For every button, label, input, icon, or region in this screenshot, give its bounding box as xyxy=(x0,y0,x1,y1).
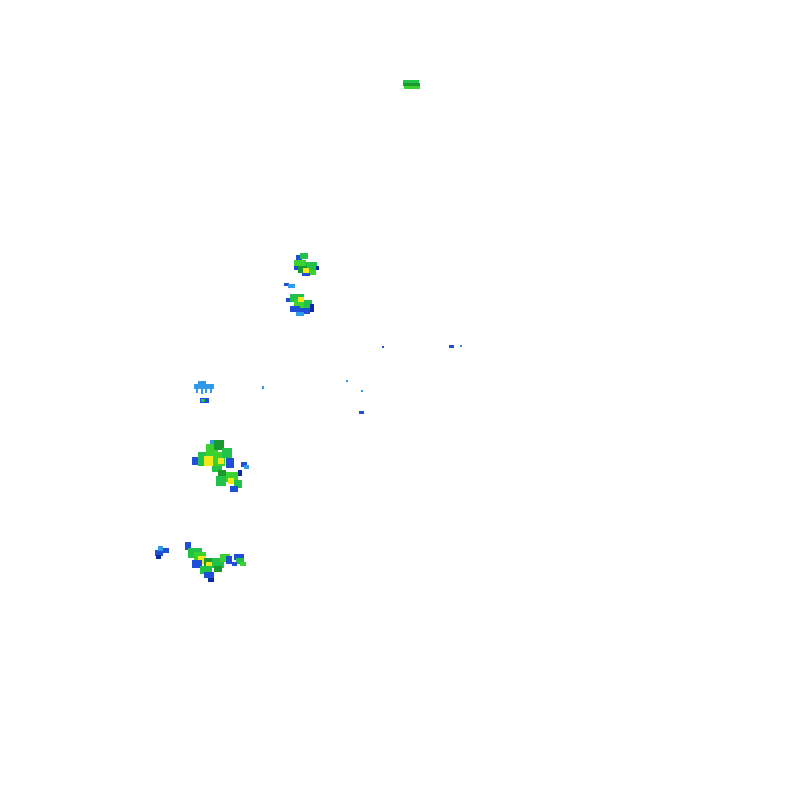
echo-cluster-lower xyxy=(192,440,249,492)
echo-cluster-middle xyxy=(286,294,314,316)
echo-sparse-center xyxy=(262,345,462,414)
echo-small-upper xyxy=(284,283,295,288)
echo-cluster-south xyxy=(155,542,246,582)
echo-north xyxy=(403,80,420,89)
echo-west xyxy=(194,381,214,403)
echo-cluster-upper xyxy=(294,253,319,276)
